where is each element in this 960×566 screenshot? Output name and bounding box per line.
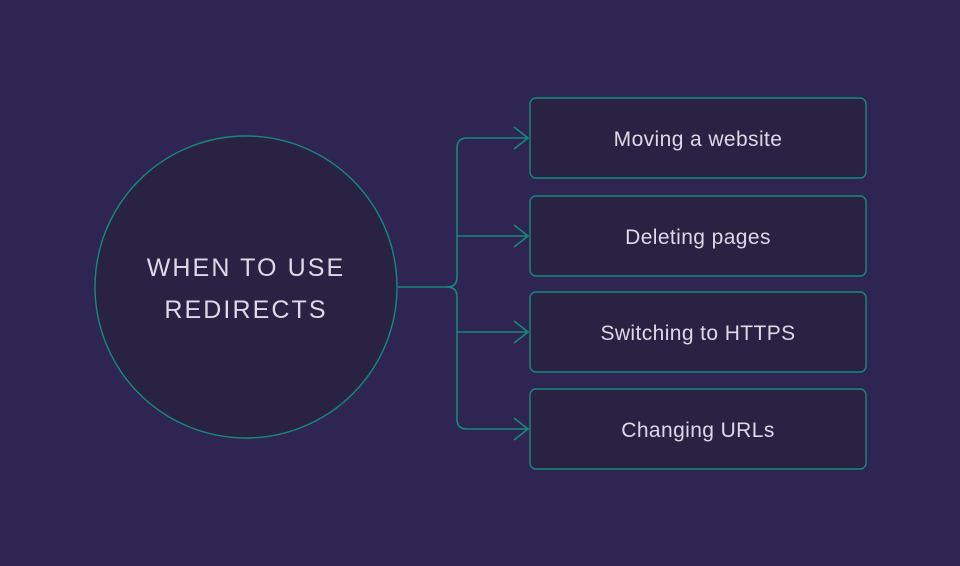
branch-label-3: Switching to HTTPS (600, 322, 795, 345)
branch-label-2: Deleting pages (625, 226, 771, 249)
arrow-head-icon-2 (513, 224, 530, 248)
connector-group (398, 126, 530, 441)
branch-node-1[interactable]: Moving a website (529, 97, 867, 179)
branch-node-4[interactable]: Changing URLs (529, 388, 867, 470)
connector-trunk-upper (446, 137, 528, 288)
branch-label-1: Moving a website (614, 128, 783, 151)
arrow-head-icon-1 (513, 126, 530, 150)
center-title-line-2: REDIRECTS (164, 296, 327, 324)
branch-node-3[interactable]: Switching to HTTPS (529, 291, 867, 373)
arrow-head-icon-3 (513, 320, 530, 344)
branch-box-3[interactable] (529, 291, 867, 373)
arrow-head-icon-4 (513, 417, 530, 441)
branch-label-4: Changing URLs (621, 419, 774, 442)
center-node-circle[interactable] (94, 135, 398, 439)
connector-trunk-lower (446, 286, 528, 430)
branch-box-2[interactable] (529, 195, 867, 277)
branch-box-1[interactable] (529, 97, 867, 179)
center-title-line-1: WHEN TO USE (147, 254, 346, 282)
branch-node-2[interactable]: Deleting pages (529, 195, 867, 277)
branch-box-4[interactable] (529, 388, 867, 470)
center-node[interactable]: WHEN TO USE REDIRECTS (94, 135, 398, 439)
